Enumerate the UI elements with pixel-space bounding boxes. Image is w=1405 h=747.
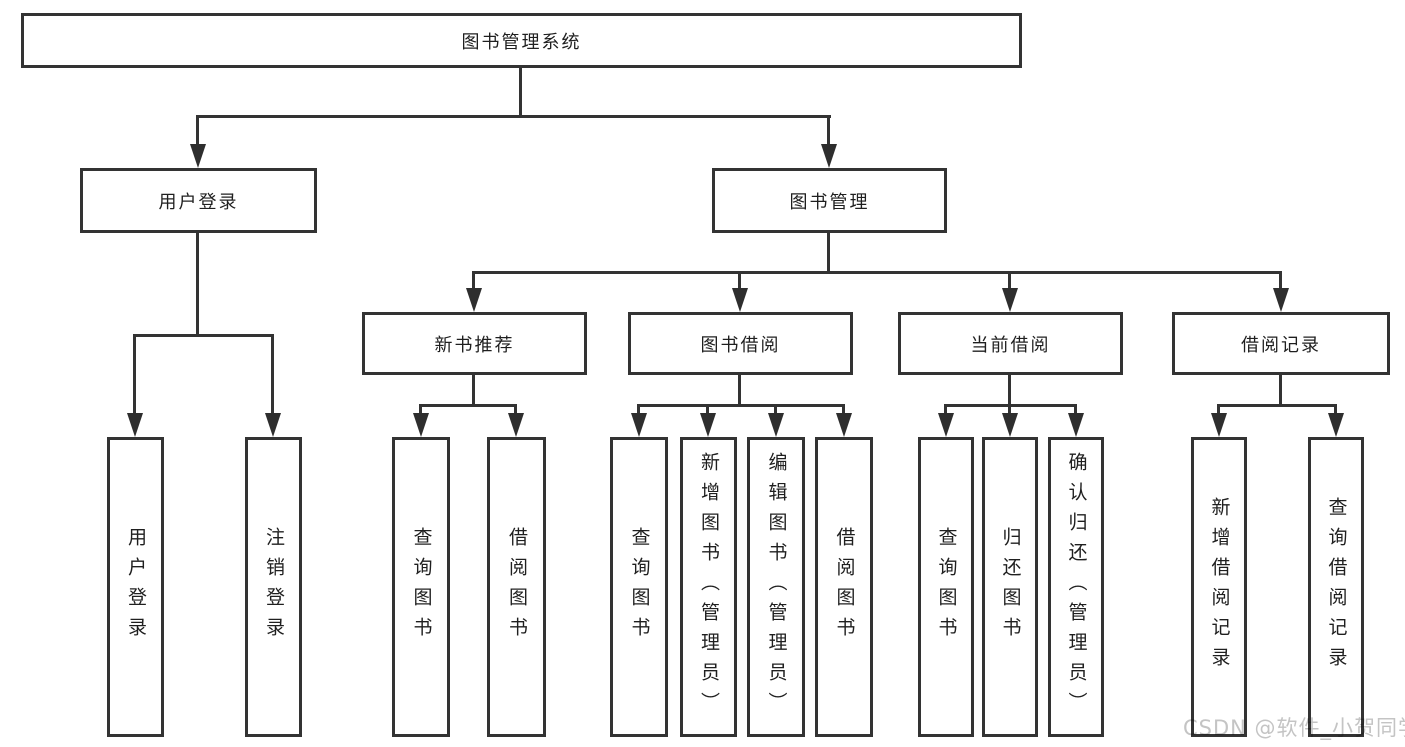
connector-line bbox=[514, 404, 517, 416]
node-new-book-recommendation: 新书推荐 bbox=[362, 312, 587, 375]
arrowhead-down-icon bbox=[1211, 413, 1227, 437]
connector-line bbox=[1008, 404, 1011, 416]
arrowhead-down-icon bbox=[836, 413, 852, 437]
connector-line bbox=[1008, 375, 1011, 407]
connector-line bbox=[827, 115, 830, 146]
leaf-borrow-books-borrowing: 借阅图书 bbox=[815, 437, 873, 737]
arrowhead-down-icon bbox=[127, 413, 143, 437]
leaf-add-books-admin: 新增图书（管理员） bbox=[680, 437, 737, 737]
leaf-logout: 注销登录 bbox=[245, 437, 302, 737]
connector-line bbox=[1008, 271, 1011, 290]
arrowhead-down-icon bbox=[413, 413, 429, 437]
leaf-label: 用户登录 bbox=[125, 527, 147, 647]
arrowhead-down-icon bbox=[732, 288, 748, 312]
connector-line bbox=[133, 334, 136, 415]
connector-line bbox=[1217, 404, 1337, 407]
connector-line bbox=[1279, 271, 1282, 290]
leaf-label: 借阅图书 bbox=[833, 527, 856, 647]
leaf-label: 编辑图书（管理员） bbox=[765, 452, 788, 722]
connector-line bbox=[196, 233, 199, 337]
connector-line bbox=[419, 404, 517, 407]
connector-line bbox=[1217, 404, 1220, 416]
arrowhead-down-icon bbox=[700, 413, 716, 437]
connector-line bbox=[706, 404, 709, 416]
connector-line bbox=[419, 404, 422, 416]
arrowhead-down-icon bbox=[265, 413, 281, 437]
arrowhead-down-icon bbox=[466, 288, 482, 312]
connector-line bbox=[472, 271, 1281, 274]
connector-line bbox=[133, 334, 274, 337]
connector-line bbox=[637, 404, 640, 416]
arrowhead-down-icon bbox=[1002, 413, 1018, 437]
leaf-label: 查询图书 bbox=[628, 527, 651, 647]
leaf-label: 查询图书 bbox=[410, 527, 433, 647]
connector-line bbox=[738, 375, 741, 407]
leaf-label: 新增借阅记录 bbox=[1208, 497, 1231, 677]
connector-line bbox=[271, 334, 274, 415]
connector-line bbox=[519, 68, 522, 118]
node-library-management-system: 图书管理系统 bbox=[21, 13, 1022, 68]
leaf-label: 查询图书 bbox=[935, 527, 958, 647]
arrowhead-down-icon bbox=[508, 413, 524, 437]
node-current-borrowing: 当前借阅 bbox=[898, 312, 1123, 375]
leaf-query-borrow-record: 查询借阅记录 bbox=[1308, 437, 1364, 737]
connector-line bbox=[842, 404, 845, 416]
leaf-confirm-return-admin: 确认归还（管理员） bbox=[1048, 437, 1104, 737]
leaf-label: 查询借阅记录 bbox=[1325, 497, 1348, 677]
leaf-query-books-current: 查询图书 bbox=[918, 437, 974, 737]
leaf-edit-books-admin: 编辑图书（管理员） bbox=[747, 437, 805, 737]
connector-line bbox=[637, 404, 845, 407]
leaf-label: 确认归还（管理员） bbox=[1065, 452, 1088, 722]
arrowhead-down-icon bbox=[190, 144, 206, 168]
node-book-management: 图书管理 bbox=[712, 168, 947, 233]
connector-line bbox=[196, 115, 199, 146]
leaf-label: 注销登录 bbox=[263, 527, 285, 647]
node-book-borrowing: 图书借阅 bbox=[628, 312, 853, 375]
connector-line bbox=[1074, 404, 1077, 416]
connector-line bbox=[944, 404, 947, 416]
connector-line bbox=[1279, 375, 1282, 407]
connector-line bbox=[774, 404, 777, 416]
leaf-label: 借阅图书 bbox=[506, 527, 528, 647]
node-borrowing-records: 借阅记录 bbox=[1172, 312, 1390, 375]
arrowhead-down-icon bbox=[938, 413, 954, 437]
leaf-return-books: 归还图书 bbox=[982, 437, 1038, 737]
connector-line bbox=[472, 271, 475, 290]
arrowhead-down-icon bbox=[1273, 288, 1289, 312]
leaf-user-login: 用户登录 bbox=[107, 437, 164, 737]
connector-line bbox=[1334, 404, 1337, 416]
leaf-label: 新增图书（管理员） bbox=[698, 452, 720, 722]
arrowhead-down-icon bbox=[1068, 413, 1084, 437]
csdn-watermark: CSDN @软件_小贺同学 bbox=[1183, 716, 1405, 740]
arrowhead-down-icon bbox=[1002, 288, 1018, 312]
leaf-add-borrow-record: 新增借阅记录 bbox=[1191, 437, 1247, 737]
connector-line bbox=[738, 271, 741, 290]
connector-line bbox=[472, 375, 475, 407]
leaf-label: 归还图书 bbox=[999, 527, 1022, 647]
arrowhead-down-icon bbox=[821, 144, 837, 168]
arrowhead-down-icon bbox=[631, 413, 647, 437]
connector-line bbox=[827, 233, 830, 274]
leaf-query-books-recommendation: 查询图书 bbox=[392, 437, 450, 737]
node-user-login: 用户登录 bbox=[80, 168, 317, 233]
leaf-borrow-books-recommendation: 借阅图书 bbox=[487, 437, 546, 737]
arrowhead-down-icon bbox=[768, 413, 784, 437]
connector-line bbox=[196, 115, 831, 118]
leaf-query-books-borrowing: 查询图书 bbox=[610, 437, 668, 737]
arrowhead-down-icon bbox=[1328, 413, 1344, 437]
